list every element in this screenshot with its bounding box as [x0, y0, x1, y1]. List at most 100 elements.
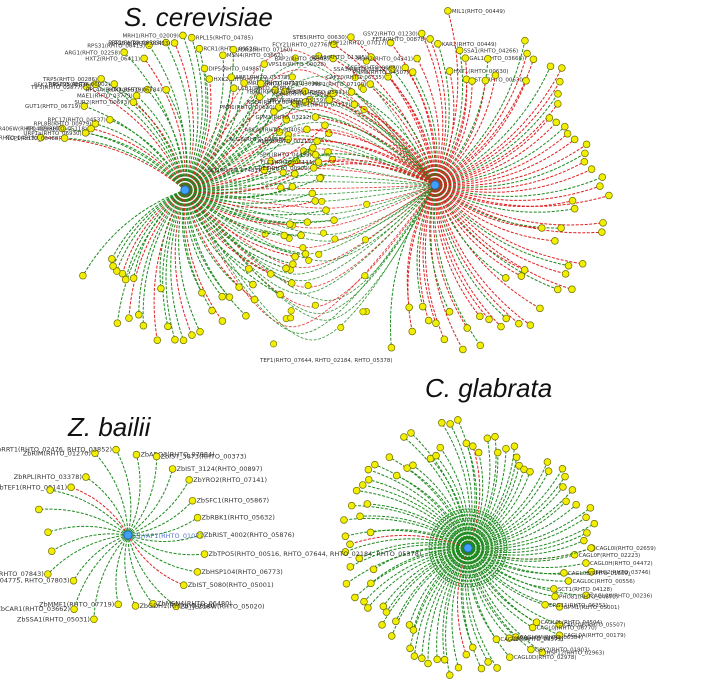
target-node — [305, 256, 313, 264]
target-node — [301, 250, 310, 258]
regulatory-edge — [184, 189, 240, 288]
target-node — [110, 80, 118, 88]
target-node — [510, 442, 519, 451]
target-label: MAE1(RHTO_03779) — [77, 94, 133, 100]
target-node — [563, 129, 572, 138]
target-node — [445, 67, 454, 75]
target-node — [351, 593, 359, 602]
regulatory-edge — [467, 547, 587, 568]
dense-edge-ring — [455, 535, 481, 561]
target-node — [249, 280, 257, 289]
regulatory-edge — [467, 547, 537, 623]
target-node — [227, 73, 236, 81]
regulatory-edge — [184, 189, 281, 295]
regulatory-edge — [434, 184, 507, 279]
regulatory-edge — [467, 547, 532, 650]
cross-edge — [184, 184, 436, 222]
target-label: CAGL0E(RHTO_05507) — [563, 623, 625, 629]
regulatory-edge — [390, 42, 436, 186]
cross-edge — [184, 62, 436, 191]
target-node — [405, 621, 414, 629]
target-node — [185, 476, 193, 484]
regulatory-edge — [305, 101, 436, 186]
regulatory-edge — [434, 152, 586, 188]
regulatory-edge — [436, 547, 469, 660]
regulatory-edge — [421, 33, 444, 186]
target-label: RPL8B(RHTO_00979) — [34, 122, 92, 128]
target-node — [218, 292, 226, 301]
target-node — [196, 531, 204, 539]
target-label: CAGL0B(RHTO_01609) — [568, 571, 630, 577]
target-node — [502, 444, 510, 453]
target-node — [555, 603, 564, 611]
target-node — [444, 7, 452, 15]
regulatory-edge — [313, 163, 436, 186]
cross-edge — [184, 135, 436, 191]
target-label: TIF5(RHTO_02577) — [30, 85, 83, 91]
target-node — [286, 220, 294, 228]
target-node — [512, 453, 521, 462]
target-node — [316, 174, 324, 182]
target-label: CAGL0A(RHTO_00179) — [563, 633, 625, 639]
target-label: HSP82(RHTO_04513) — [0, 136, 37, 142]
regulatory-edge — [170, 189, 186, 341]
regulatory-edge — [389, 184, 436, 348]
target-label: RPL40B(RHTO_05118) — [26, 127, 87, 133]
cross-edge — [184, 184, 436, 282]
regulatory-edge — [434, 184, 569, 267]
target-label: KAR2(RHTO_00449) — [442, 42, 497, 48]
target-node — [580, 158, 589, 166]
target-node — [438, 419, 446, 427]
regulatory-edge — [111, 189, 186, 260]
cross-edge — [184, 184, 436, 249]
regulatory-edge — [434, 117, 550, 186]
regulatory-edge — [467, 469, 525, 549]
target-node — [561, 122, 569, 131]
target-node — [523, 49, 531, 58]
target-node — [275, 128, 284, 136]
regulatory-edge — [184, 189, 254, 285]
target-node — [113, 319, 122, 327]
regulatory-edge — [184, 147, 314, 191]
target-node — [546, 62, 555, 71]
target-node — [386, 38, 395, 47]
regulatory-edge — [467, 516, 587, 550]
regulatory-edge — [412, 547, 469, 631]
target-node — [468, 77, 476, 85]
target-node — [129, 98, 138, 106]
target-label: FET4(RHTO_00878) — [372, 37, 426, 43]
target-node — [387, 632, 396, 640]
target-node — [520, 266, 529, 274]
dense-edge-ring — [431, 511, 505, 585]
regulatory-edge — [178, 189, 201, 332]
target-node — [225, 293, 234, 301]
regulatory-edge — [462, 547, 482, 669]
regulatory-edge — [412, 464, 469, 549]
target-node — [193, 568, 202, 576]
target-node — [270, 108, 278, 116]
regulatory-edge — [184, 189, 313, 204]
target-node — [208, 306, 216, 315]
target-node — [493, 664, 501, 672]
target-node — [505, 634, 513, 642]
target-node — [432, 451, 440, 460]
target-node — [193, 513, 202, 522]
target-node — [309, 144, 317, 152]
cross-edge — [184, 184, 436, 209]
regulatory-edge — [82, 189, 186, 276]
target-node — [153, 336, 162, 344]
cross-edge — [184, 108, 436, 191]
regulatory-edge — [153, 189, 186, 341]
target-node — [433, 655, 441, 664]
target-label: SSA3(RHTO_01872) — [333, 67, 388, 73]
target-node — [481, 76, 490, 85]
title-s-cerevisiae: S. cerevisiae — [124, 2, 273, 32]
target-node — [568, 285, 576, 294]
target-node — [454, 416, 462, 424]
regulatory-edge — [93, 534, 129, 620]
regulatory-edge — [434, 184, 542, 229]
regulatory-edge — [467, 547, 511, 658]
regulatory-edge — [434, 43, 450, 186]
cross-edge — [184, 184, 436, 295]
